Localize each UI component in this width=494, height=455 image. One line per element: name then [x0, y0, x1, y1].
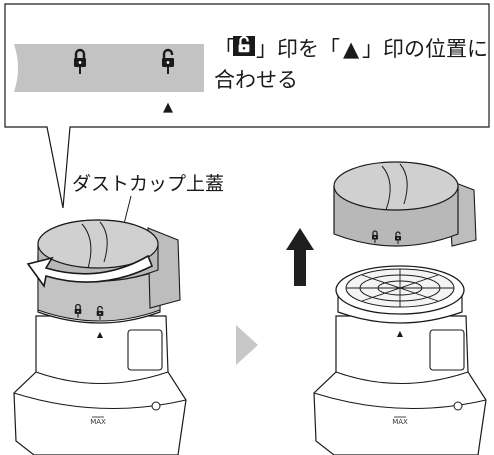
- right-side-latch: [429, 329, 465, 371]
- next-step-arrow: [236, 325, 258, 365]
- instruction-line1-suffix: 」印の位置に: [362, 37, 488, 61]
- left-max-label: MAX: [90, 418, 106, 426]
- rotate-left-arrow: [26, 254, 154, 288]
- instruction-line2: 合わせる: [214, 68, 298, 92]
- callout-alignment-mark: ▲: [163, 100, 173, 115]
- lift-up-arrow: [286, 228, 314, 286]
- instruction-triangle: ▲: [343, 37, 360, 61]
- callout-box: ▲ 「 」印を「 ▲ 」印の位置に 合わせる: [4, 3, 490, 209]
- right-dust-cup-assembly: MAX ▲: [286, 161, 487, 455]
- left-side-latch: [127, 329, 163, 371]
- left-alignment-mark: ▲: [97, 330, 104, 339]
- instruction-unlock-icon: [233, 35, 255, 56]
- right-max-label: MAX: [392, 418, 408, 426]
- right-lifted-lid: [333, 161, 477, 247]
- instruction-line1-middle: 」印を「: [256, 37, 340, 61]
- callout-gray-band: [14, 44, 204, 92]
- left-dust-cup-assembly: ダストカップ上蓋 MAX ▲: [13, 173, 224, 455]
- right-alignment-mark: ▲: [397, 329, 404, 338]
- dust-cup-lid-label: ダストカップ上蓋: [72, 173, 224, 195]
- instruction-bracket-open: 「: [214, 37, 235, 61]
